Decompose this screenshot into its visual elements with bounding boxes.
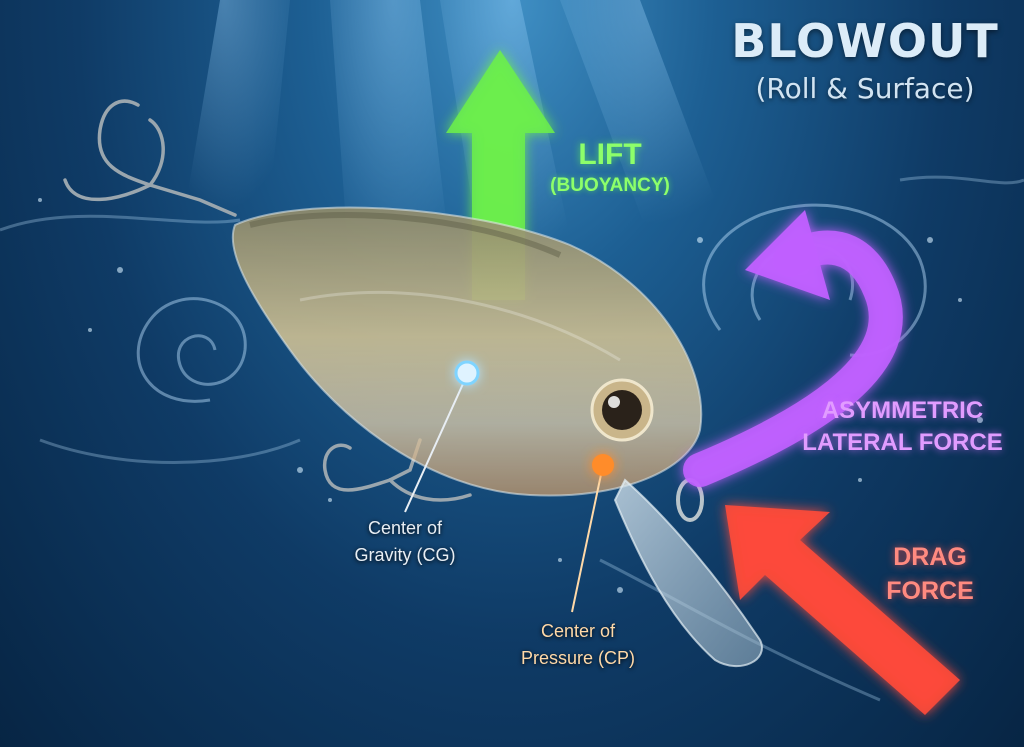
drag-force-label-line2: FORCE bbox=[886, 577, 974, 605]
cg-leader-line bbox=[404, 374, 468, 513]
cp-label-line2: Pressure (CP) bbox=[520, 648, 636, 668]
lateral-force-arrow bbox=[683, 210, 903, 487]
bubbles bbox=[38, 198, 983, 593]
lateral-force-label-line2: LATERAL FORCE bbox=[802, 429, 1003, 456]
drag-force-arrow bbox=[725, 505, 960, 715]
cp-marker bbox=[592, 454, 614, 476]
rear-treble-hook bbox=[63, 99, 237, 217]
drag-force-label-line1: DRAG bbox=[893, 543, 967, 571]
cg-marker bbox=[395, 310, 540, 440]
drag-force-label: DRAG FORCE bbox=[860, 540, 1000, 608]
cg-label-line1: Center of bbox=[367, 518, 443, 538]
diagram-title: BLOWOUT bbox=[731, 14, 999, 68]
lateral-force-label-line1: ASYMMETRIC bbox=[821, 397, 984, 424]
cp-label: Center of Pressure (CP) bbox=[498, 618, 658, 672]
cg-label: Center of Gravity (CG) bbox=[325, 515, 485, 569]
cp-label-line1: Center of bbox=[540, 621, 616, 641]
diagram-subtitle: (Roll & Surface) bbox=[755, 72, 975, 105]
cp-leader-line bbox=[571, 464, 604, 613]
cg-label-line2: Gravity (CG) bbox=[354, 545, 456, 565]
lift-sublabel: (BUOYANCY) bbox=[550, 175, 670, 196]
lateral-force-label: ASYMMETRIC LATERAL FORCE bbox=[790, 395, 1015, 459]
lift-label: LIFT bbox=[578, 138, 642, 171]
